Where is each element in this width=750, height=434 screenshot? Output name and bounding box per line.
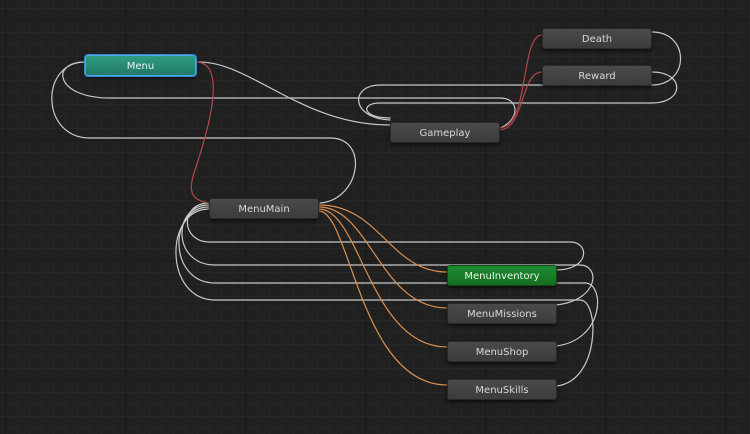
node-menumain-label: MenuMain	[238, 204, 290, 215]
node-menumissions-label: MenuMissions	[467, 309, 537, 320]
edge-menumain-loop-c	[175, 208, 594, 387]
node-menuinventory[interactable]: MenuInventory	[447, 265, 557, 286]
node-death[interactable]: Death	[542, 28, 652, 49]
edge-death-loop	[358, 31, 682, 121]
node-reward-label: Reward	[578, 71, 616, 82]
edge-menumain-to-shop	[318, 208, 448, 348]
node-menu-label: Menu	[126, 61, 155, 72]
node-gameplay-label: Gameplay	[419, 128, 471, 139]
node-menumissions[interactable]: MenuMissions	[447, 303, 557, 324]
edge-menu-to-gameplay	[195, 61, 391, 126]
node-menuinventory-label: MenuInventory	[464, 271, 540, 282]
edge-menumain-to-skills	[318, 210, 448, 386]
node-menushop[interactable]: MenuShop	[447, 341, 557, 362]
node-menuskills[interactable]: MenuSkills	[447, 379, 557, 400]
edge-reward-loop	[366, 71, 678, 119]
edge-menumain-to-inventory	[318, 204, 448, 273]
node-menushop-label: MenuShop	[475, 347, 529, 358]
edge-menu-to-menumain-loop	[51, 61, 357, 204]
node-menuskills-label: MenuSkills	[475, 385, 529, 396]
edge-gameplay-to-reward	[498, 71, 543, 131]
node-death-label: Death	[581, 34, 613, 45]
edge-menumain-loop-a	[181, 204, 594, 306]
node-menu[interactable]: Menu	[85, 55, 196, 76]
node-reward[interactable]: Reward	[542, 65, 652, 86]
edge-menumain-to-missions	[318, 206, 448, 309]
edge-menu-to-menumain	[190, 61, 214, 204]
edge-gameplay-to-death	[498, 34, 543, 129]
node-menumain[interactable]: MenuMain	[209, 198, 319, 219]
node-gameplay[interactable]: Gameplay	[390, 122, 500, 143]
